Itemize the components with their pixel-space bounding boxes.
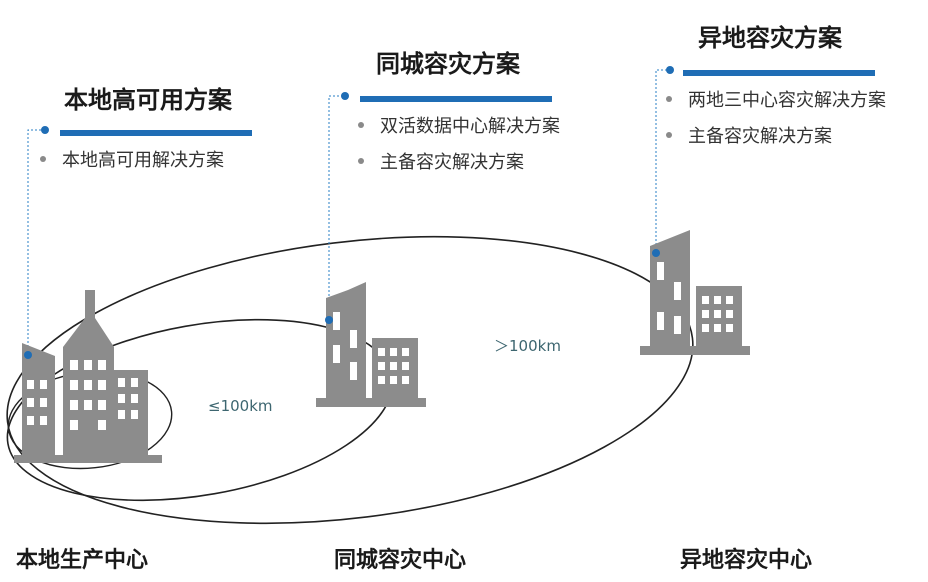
bullet-dot [358,122,364,128]
leader-dots [24,66,674,359]
same-city-building-icon [316,282,426,407]
far-distance-label: ＞100km [494,337,561,355]
local-building-icon [14,290,162,463]
remote-range-ellipse [6,235,694,525]
leader-lines [27,69,670,355]
near-distance-label: ≤100km [208,397,273,415]
same-city-item-0: 双活数据中心解决方案 [358,118,560,136]
local-building-windows [27,360,138,430]
remote-site-label: 异地容灾中心 [680,548,813,573]
local-title-bar [60,130,252,136]
remote-item-0: 两地三中心容灾解决方案 [666,92,886,110]
same-city-leader-line [328,95,345,320]
remote-item-1: 主备容灾解决方案 [666,128,832,146]
local-site-label: 本地生产中心 [16,548,149,573]
local-item-0: 本地高可用解决方案 [40,152,224,170]
remote-building-windows [657,262,733,334]
local-solution-title: 本地高可用方案 [64,86,232,114]
bullet-dot [666,96,672,102]
local-leader-line [27,129,45,355]
remote-building-icon [640,230,750,355]
same-city-title-bar [360,96,552,102]
bullet-dot [40,156,46,162]
same-city-site-label: 同城容灾中心 [334,548,467,573]
bullet-dot [358,158,364,164]
remote-solution-title: 异地容灾方案 [698,24,842,52]
same-city-solution-title: 同城容灾方案 [376,50,520,78]
same-city-building-windows [333,312,409,384]
bullet-dot [666,132,672,138]
same-city-item-1: 主备容灾解决方案 [358,154,524,172]
remote-leader-line [655,69,670,253]
remote-title-bar [683,70,875,76]
